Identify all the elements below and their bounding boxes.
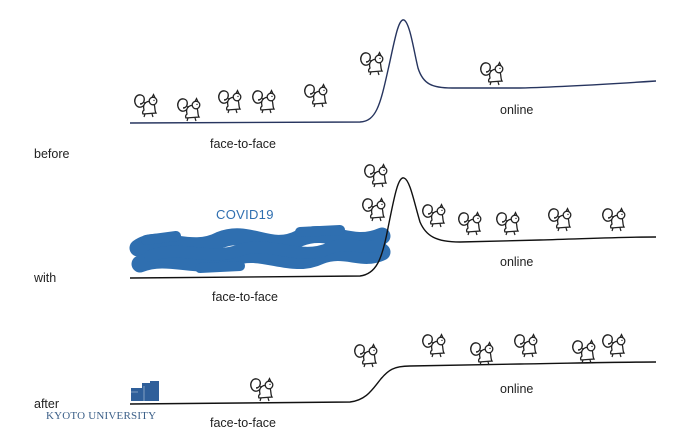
squirrel-icon	[354, 343, 378, 368]
before-online-label: online	[500, 103, 534, 117]
squirrel-icon	[360, 51, 384, 76]
squirrel-icon	[252, 89, 276, 114]
covid19-blob	[129, 225, 391, 273]
squirrel-icon	[480, 61, 504, 86]
before-face-to-face-label: face-to-face	[210, 137, 277, 151]
squirrel-icon	[422, 333, 446, 358]
squirrel-icon	[422, 203, 446, 228]
squirrel-icon	[304, 83, 328, 108]
row-label-with: with	[34, 271, 57, 285]
with-face-to-face-label: face-to-face	[212, 290, 279, 304]
squirrel-icon	[602, 207, 626, 232]
squirrel-icon	[364, 163, 388, 188]
squirrel-icon	[602, 333, 626, 358]
after-online-squirrels	[354, 333, 626, 368]
squirrel-icon	[458, 211, 482, 236]
covid19-label: COVID19	[216, 207, 274, 222]
after-curve	[129, 361, 657, 405]
before-curve	[129, 19, 657, 124]
squirrel-icon	[470, 341, 494, 366]
with-curve	[129, 177, 657, 279]
with-online-label: online	[500, 255, 534, 269]
after-online-label: online	[500, 382, 534, 396]
squirrel-icon	[572, 339, 596, 364]
squirrel-icon	[134, 93, 158, 118]
squirrel-icon	[250, 377, 274, 402]
after-face-to-face-label: face-to-face	[210, 416, 277, 430]
squirrel-icon	[548, 207, 572, 232]
kyoto-university-logo-text: KYOTO UNIVERSITY	[46, 410, 157, 422]
squirrel-icon	[218, 89, 242, 114]
row-label-after: after	[34, 397, 60, 411]
with-transition-squirrels	[362, 163, 388, 222]
squirrel-icon	[514, 333, 538, 358]
squirrel-icon	[362, 197, 386, 222]
after-face-to-face-squirrels	[250, 377, 274, 402]
kyoto-university-logo-icon	[131, 381, 159, 401]
row-label-before: before	[34, 147, 70, 161]
before-face-to-face-squirrels	[134, 51, 384, 122]
with-online-squirrels	[422, 203, 626, 236]
squirrel-icon	[177, 97, 201, 122]
squirrel-icon	[496, 211, 520, 236]
before-online-squirrels	[480, 61, 504, 86]
